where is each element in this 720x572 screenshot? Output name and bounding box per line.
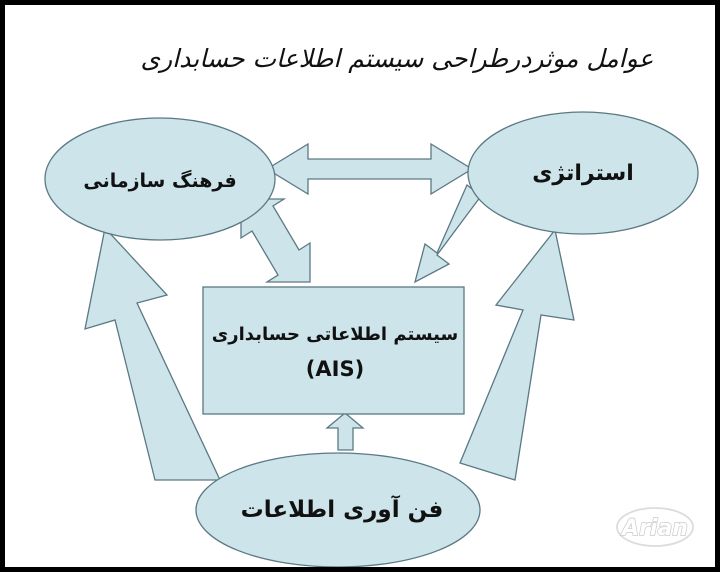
slide: عوامل موثردرطراحی سیستم اطلاعات حسابداری… [5,5,715,567]
arrow-it-to-ais [325,412,365,451]
node-it-label: فن آوری اطلاعات [241,494,444,523]
arrow-culture-strategy [265,142,474,196]
node-culture-label: فرهنگ سازمانی [83,169,236,192]
node-ais-abbr: (AIS) [306,357,364,381]
watermark-text: Arian [620,516,688,541]
diagram: عوامل موثردرطراحی سیستم اطلاعات حسابداری… [44,44,699,567]
arrow-it-to-strategy [459,228,575,481]
arrow-culture-ais [240,198,311,283]
node-ais-label: سیستم اطلاعاتی حسابداری [212,324,458,345]
node-ais-shape [202,286,465,415]
node-strategy-shape [467,111,699,235]
node-culture-shape [44,117,276,241]
arrow-it-to-culture [84,226,222,481]
arrow-strategy-ais [413,183,482,284]
watermark-badge [616,507,694,547]
node-strategy-label: استراتژی [532,161,634,186]
node-it-shape [195,452,481,567]
watermark-logo: Arian [616,507,694,547]
slide-title: عوامل موثردرطراحی سیستم اطلاعات حسابداری [141,44,654,74]
